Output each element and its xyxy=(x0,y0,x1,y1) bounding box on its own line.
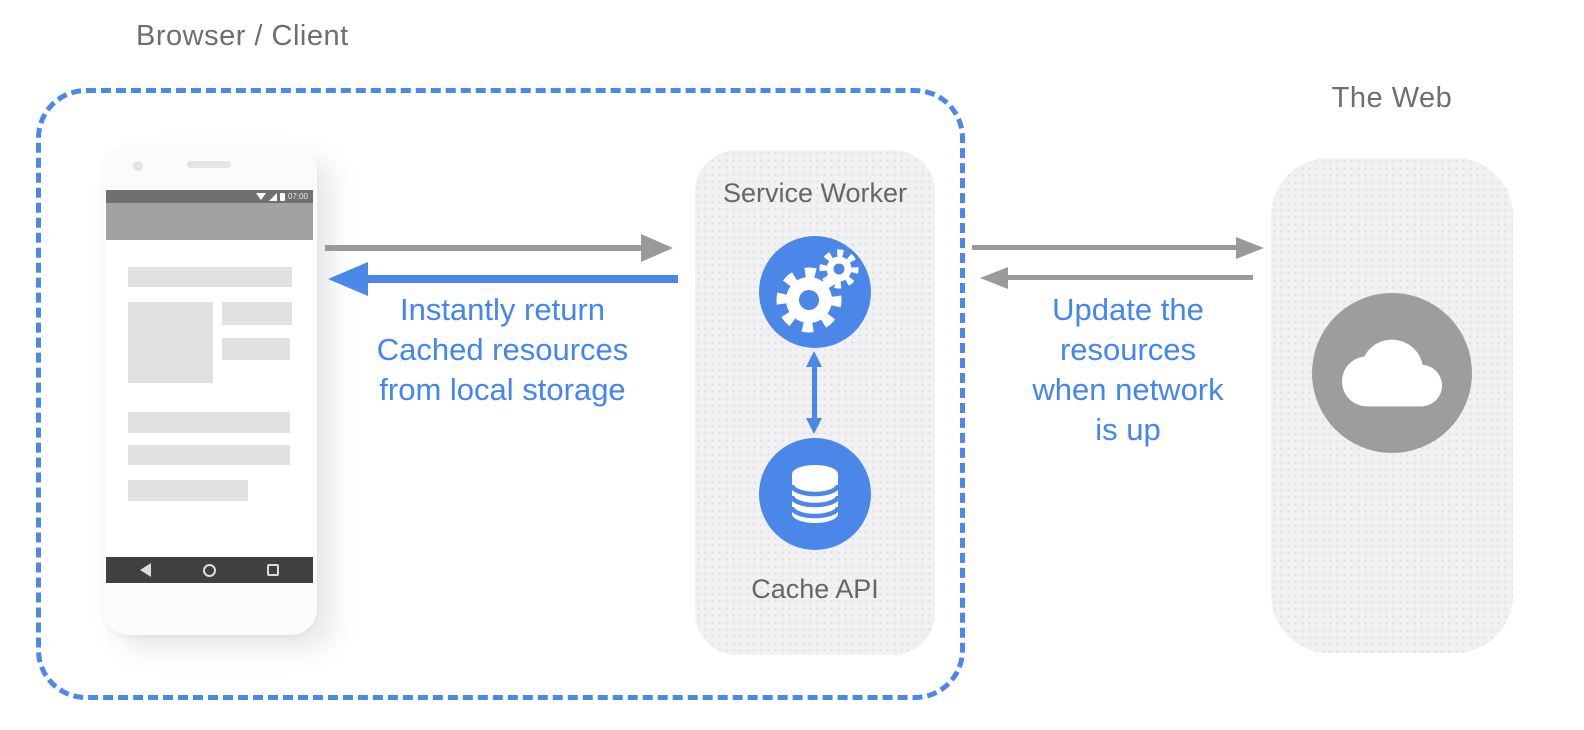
response-arrow-web-to-sw xyxy=(980,267,1253,289)
sw-cache-double-arrow xyxy=(805,351,823,434)
annotation-line: resources xyxy=(1059,332,1197,367)
phone-screen: 07:00 xyxy=(106,190,313,583)
annotation-line: from local storage xyxy=(379,372,626,407)
database-icon xyxy=(789,465,841,523)
phone-status-bar: 07:00 xyxy=(106,190,313,203)
home-icon xyxy=(202,563,216,577)
signal-icon xyxy=(268,192,277,201)
content-placeholder-block xyxy=(128,445,290,465)
annotation-line: Cached resources xyxy=(376,332,629,367)
status-time: 07:00 xyxy=(287,191,308,201)
annotation-line: Instantly return xyxy=(399,292,606,327)
content-placeholder-block xyxy=(222,302,292,325)
content-placeholder-block xyxy=(128,480,248,501)
cache-storage-circle xyxy=(759,438,871,550)
cache-return-annotation: Instantly return Cached resources from l… xyxy=(320,290,685,410)
battery-icon xyxy=(279,192,285,201)
content-placeholder-block xyxy=(128,412,290,433)
wifi-icon xyxy=(255,193,266,200)
content-placeholder-block xyxy=(222,338,290,360)
response-arrow-sw-to-phone xyxy=(328,262,678,296)
content-placeholder-block xyxy=(128,302,213,383)
phone-mockup: 07:00 xyxy=(102,145,317,635)
network-update-annotation: Update the resources when network is up xyxy=(1008,290,1248,450)
web-cloud-circle xyxy=(1312,293,1472,453)
content-placeholder-block xyxy=(128,267,292,287)
annotation-line: when network xyxy=(1032,372,1224,407)
cache-api-label: Cache API xyxy=(751,574,879,604)
the-web-label: The Web xyxy=(1331,82,1453,114)
recents-icon xyxy=(267,564,279,576)
phone-page-content xyxy=(106,240,313,557)
gears-icon xyxy=(776,249,859,333)
phone-camera-dot xyxy=(133,161,143,171)
cloud-icon xyxy=(1342,339,1442,407)
request-arrow-sw-to-web xyxy=(972,237,1264,259)
phone-nav-bar xyxy=(106,557,313,583)
the-web-box xyxy=(1271,158,1513,653)
request-arrow-phone-to-sw xyxy=(325,234,673,262)
service-worker-gears-icon xyxy=(759,236,871,348)
phone-speaker xyxy=(187,161,231,168)
service-worker-label: Service Worker xyxy=(722,178,908,208)
phone-app-bar xyxy=(106,203,313,240)
browser-client-boundary xyxy=(36,88,965,700)
service-worker-box: Service Worker Cache API xyxy=(695,150,935,655)
back-icon xyxy=(140,563,151,577)
annotation-line: is up xyxy=(1095,412,1161,447)
browser-client-label: Browser / Client xyxy=(136,20,349,52)
annotation-line: Update the xyxy=(1052,292,1204,327)
